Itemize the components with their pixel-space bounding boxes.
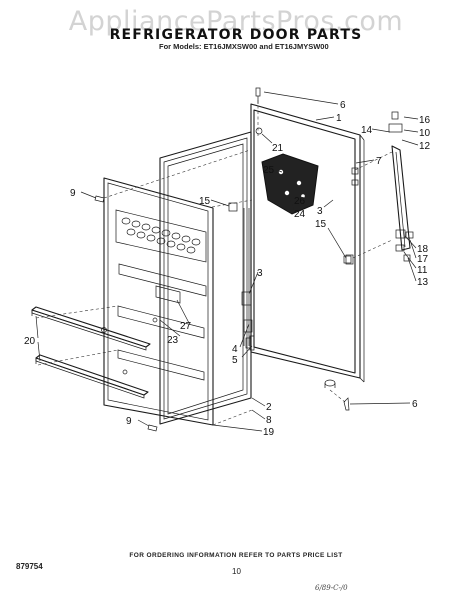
callout-7: 7: [376, 156, 382, 167]
callout-6-bottom: 6: [412, 399, 418, 410]
leader-lines: [35, 91, 419, 432]
retainer-plate: [261, 153, 319, 215]
handwritten-note: 6/89-C-/0: [315, 584, 348, 592]
callout-24: 24: [294, 209, 306, 220]
callout-15-right: 15: [315, 219, 327, 230]
callout-16: 16: [419, 115, 431, 126]
callout-19: 19: [263, 427, 275, 438]
outer-door-panel: [250, 87, 365, 388]
callout-9-bottom: 9: [126, 416, 132, 427]
callout-4: 4: [232, 344, 238, 355]
document-number: 879754: [16, 562, 43, 571]
fasteners: [94, 195, 352, 432]
watermark: AppliancePartsPros.com: [68, 6, 404, 37]
breaker-strip: [241, 208, 253, 349]
callout-6: 6: [340, 100, 346, 111]
callout-25: 25: [263, 165, 275, 176]
callout-21: 21: [272, 143, 284, 154]
callout-26: 26: [294, 196, 306, 207]
callout-18: 18: [417, 244, 429, 255]
callout-2: 2: [266, 402, 272, 413]
inner-door-liner: [101, 177, 214, 426]
callout-3-lower: 3: [257, 268, 263, 279]
callout-10: 10: [419, 128, 431, 139]
door-gasket: [159, 131, 252, 425]
alignment-lines: [35, 100, 393, 426]
callout-8: 8: [266, 415, 272, 426]
callout-27: 27: [180, 321, 192, 332]
page-title: REFRIGERATOR DOOR PARTS: [109, 27, 363, 43]
callout-20: 20: [24, 336, 36, 347]
callout-23: 23: [167, 335, 179, 346]
callout-9-top: 9: [70, 188, 76, 199]
callout-labels: 6 1 16 14 10 12 21 7 25 26 24 9 15 3 15 …: [24, 100, 431, 438]
callout-17: 17: [417, 254, 429, 265]
door-handle: [388, 111, 414, 262]
egg-cups: [121, 217, 201, 254]
door-shelf-bars: [31, 306, 151, 399]
callout-15-left: 15: [199, 196, 211, 207]
callout-13: 13: [417, 277, 429, 288]
callout-3-upper: 3: [317, 206, 323, 217]
model-numbers: For Models: ET16JMXSW00 and ET16JMYSW00: [159, 42, 329, 51]
callout-5: 5: [232, 355, 238, 366]
ordering-info: FOR ORDERING INFORMATION REFER TO PARTS …: [129, 552, 343, 559]
callout-14: 14: [361, 125, 373, 136]
callout-12: 12: [419, 141, 431, 152]
page-number: 10: [232, 567, 241, 576]
callout-11: 11: [417, 265, 428, 276]
callout-1: 1: [336, 113, 342, 124]
